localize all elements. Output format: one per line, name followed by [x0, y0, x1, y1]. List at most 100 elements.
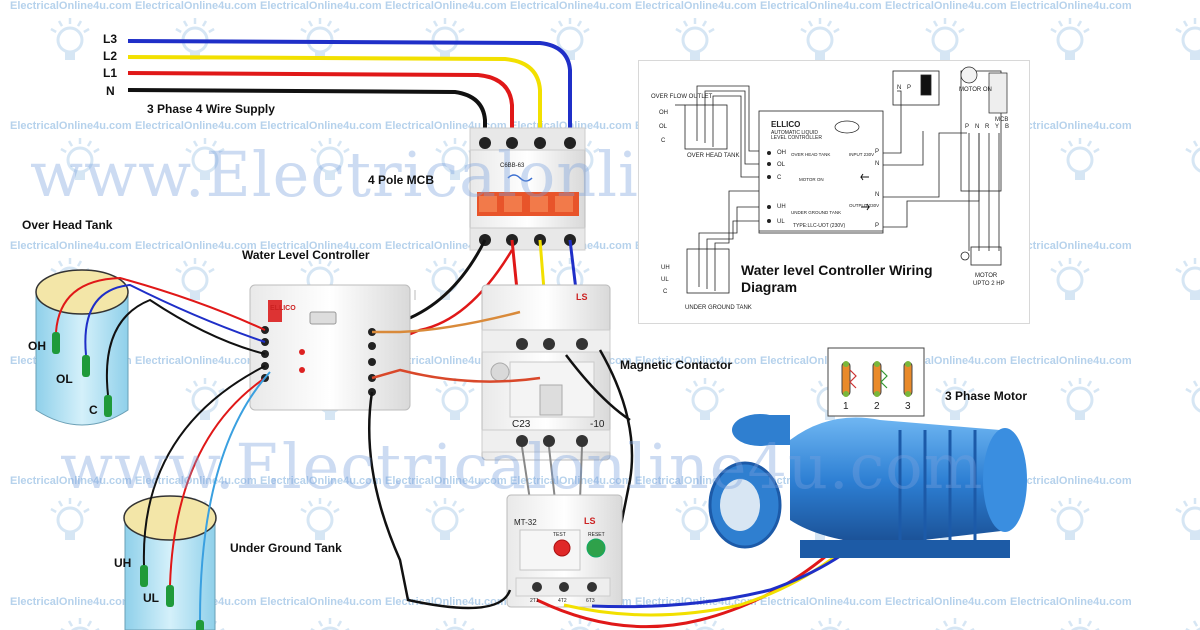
overload-terminal-label: 2T1 — [530, 598, 539, 604]
watermark-text: ElectricalOnline4u.com — [635, 355, 757, 367]
inset-ctrl-underground: UNDER GROUND TANK — [791, 210, 842, 215]
watermark-text: ElectricalOnline4u.com — [385, 475, 507, 487]
motor-label: 3 Phase Motor — [945, 389, 1028, 403]
probe-label-ol: OL — [56, 372, 73, 386]
inset-ctrl-output: OUTPUT 230V — [849, 203, 880, 208]
overload-test-label: TEST — [553, 532, 566, 538]
overload-terminal-label: 6T3 — [586, 598, 595, 604]
contactor-label: Magnetic Contactor — [620, 358, 733, 372]
bulb-icon — [185, 138, 225, 180]
watermark-text: ElectricalOnline4u.com — [260, 120, 382, 132]
bulb-icon — [1060, 378, 1100, 420]
wire-n — [127, 88, 487, 140]
probe-oh — [52, 332, 60, 354]
inset-supply-terminal: N — [975, 124, 980, 130]
inset-ol-level: OL — [659, 124, 668, 130]
watermark-text: ElectricalOnline4u.com — [385, 0, 507, 12]
bulb-icon — [425, 18, 465, 60]
probe-c — [104, 395, 112, 417]
watermark-text: ElectricalOnline4u.com — [510, 0, 632, 12]
inset-mcb-label: MCB — [995, 117, 1009, 123]
mcb-device — [469, 127, 586, 251]
inset-ctrl-motor: MOTOR ON — [799, 177, 824, 182]
inset-ctrl-overhead: OVER HEAD TANK — [791, 152, 831, 157]
inset-right-terminal: P — [875, 223, 880, 229]
controller-device — [249, 284, 416, 411]
inset-switch-label: N — [897, 85, 902, 91]
bulb-icon — [685, 378, 725, 420]
inset-term-oh: OH — [777, 150, 786, 156]
inset-motor-rating: UPTO 2 HP — [973, 281, 1005, 287]
watermark-text: ElectricalOnline4u.com — [135, 475, 257, 487]
mcb-label: 4 Pole MCB — [368, 173, 435, 187]
probe-label-c: C — [89, 403, 98, 417]
watermark-text: ElectricalOnline4u.com — [260, 0, 382, 12]
inset-overhead-tank-label: OVER HEAD TANK — [687, 153, 740, 159]
watermark-large-bottom: www.Electricalonline4u.com — [60, 430, 984, 503]
pump-motor — [708, 414, 1027, 558]
inset-type-label: TYPE:LLC-UOT (230V) — [793, 223, 846, 229]
bulb-icon — [1050, 258, 1090, 300]
inset-term-uh: UH — [777, 204, 786, 210]
watermark-text: ElectricalOnline4u.com — [1010, 355, 1132, 367]
bulb-icon — [1185, 140, 1200, 173]
mcb-model: C6BB-63 — [500, 163, 525, 169]
contactor-brand: LS — [576, 292, 588, 302]
watermark-text: ElectricalOnline4u.com — [885, 596, 1007, 608]
inset-uc-level: C — [663, 289, 668, 295]
inset-motor-label: MOTOR — [975, 273, 998, 279]
supply-line-label: L2 — [103, 49, 118, 63]
inset-overflow-label: OVER FLOW OUTLET — [651, 94, 713, 100]
supply-line-label: L1 — [103, 66, 118, 80]
bulb-icon — [425, 498, 465, 540]
bulb-icon — [1060, 138, 1100, 180]
motor-terminal-number: 2 — [874, 401, 880, 412]
watermark-text: ElectricalOnline4u.com — [10, 240, 132, 252]
overload-reset-label: RESET — [588, 532, 605, 538]
contactor-to-overload-wires — [521, 349, 634, 561]
watermark-text: ElectricalOnline4u.com — [135, 355, 257, 367]
bulb-icon — [1175, 18, 1200, 60]
watermark-text: ElectricalOnline4u.com — [260, 596, 382, 608]
bulb-icon — [175, 258, 215, 300]
probe-ul — [166, 585, 174, 607]
watermark-text: ElectricalOnline4u.com — [135, 240, 257, 252]
underground-tank — [123, 365, 271, 630]
controller-output-wires — [367, 310, 541, 610]
wire-l1 — [127, 71, 514, 140]
bulb-icon — [935, 378, 975, 420]
supply-title: 3 Phase 4 Wire Supply — [147, 102, 275, 116]
overload-relay — [506, 494, 623, 608]
watermark-text: ElectricalOnline4u.com — [1010, 240, 1132, 252]
motor-terminal-number: 3 — [905, 401, 911, 412]
bulb-icon — [50, 498, 90, 540]
inset-ctrl-input: INPUT 230V — [849, 152, 875, 157]
probe-label-oh: OH — [28, 339, 46, 353]
inset-right-terminal: P — [875, 149, 880, 155]
controller-brand: ELLICO — [270, 305, 296, 312]
inset-term-c: C — [777, 175, 782, 181]
bulb-icon — [1185, 380, 1200, 413]
bulb-icon — [550, 18, 590, 60]
inset-supply-terminal: B — [1005, 124, 1010, 130]
bulb-icon — [50, 18, 90, 60]
overload-brand: LS — [584, 516, 596, 526]
probe-label-ul: UL — [143, 591, 159, 605]
bulb-icon — [800, 18, 840, 60]
probe-uh — [140, 565, 148, 587]
overhead-tank-label: Over Head Tank — [22, 218, 113, 232]
inset-supply-terminal: P — [965, 124, 970, 130]
controller-label: Water Level Controller — [242, 248, 370, 262]
watermark-text: ElectricalOnline4u.com — [385, 596, 507, 608]
inset-right-terminal: N — [875, 192, 880, 198]
wire-l3 — [127, 39, 572, 140]
probe-uc — [196, 620, 204, 630]
bulb-icon — [1050, 18, 1090, 60]
overload-terminal-label: 4T2 — [558, 598, 567, 604]
bulb-icon — [185, 378, 225, 420]
watermark-text: ElectricalOnline4u.com — [1010, 0, 1132, 12]
watermark-text: ElectricalOnline4u.com — [10, 120, 132, 132]
supply-wires — [127, 39, 572, 140]
